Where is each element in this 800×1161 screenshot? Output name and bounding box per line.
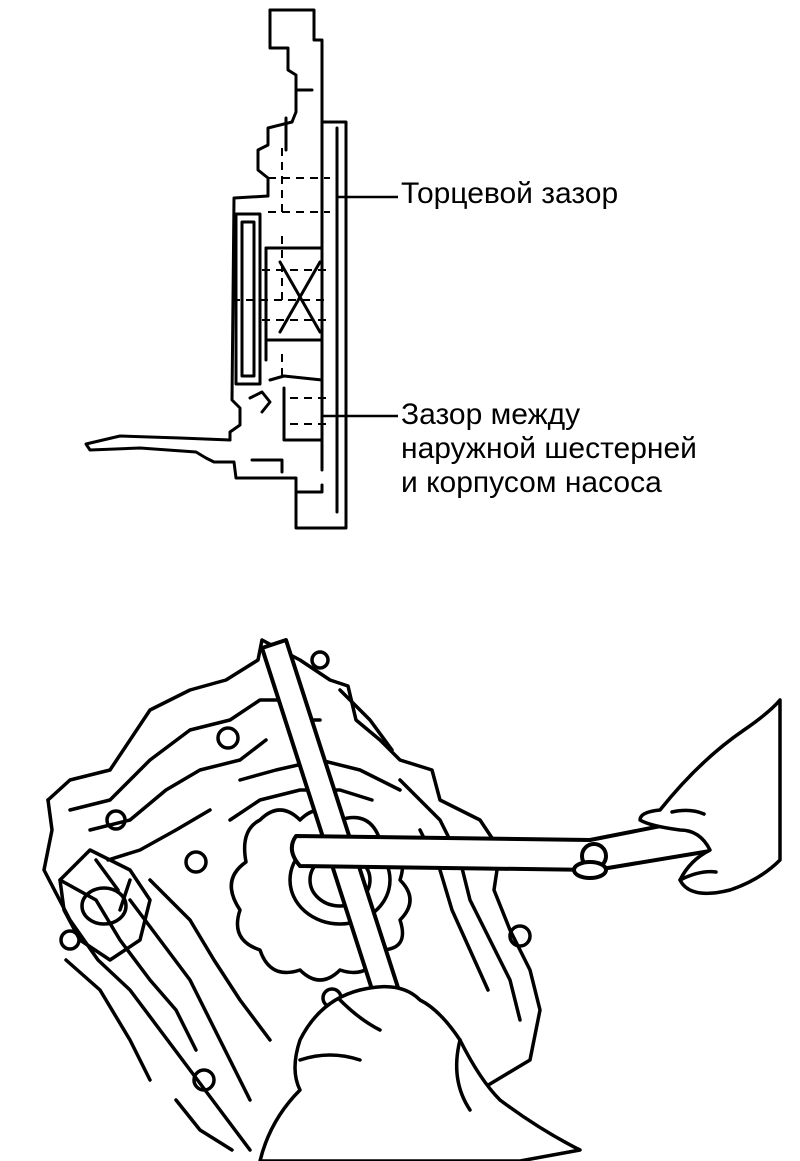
end-clearance-label: Торцевой зазор [401,177,619,210]
label-line: наружной шестерней [401,432,697,465]
label-line: Зазор между [401,398,581,431]
left-hand [258,984,582,1161]
label-line: и корпусом насоса [401,466,662,499]
outer-gear-clearance-label: Зазор между наружной шестерней и корпусо… [401,398,697,500]
right-hand [638,698,782,896]
straight-edge [260,638,404,1010]
